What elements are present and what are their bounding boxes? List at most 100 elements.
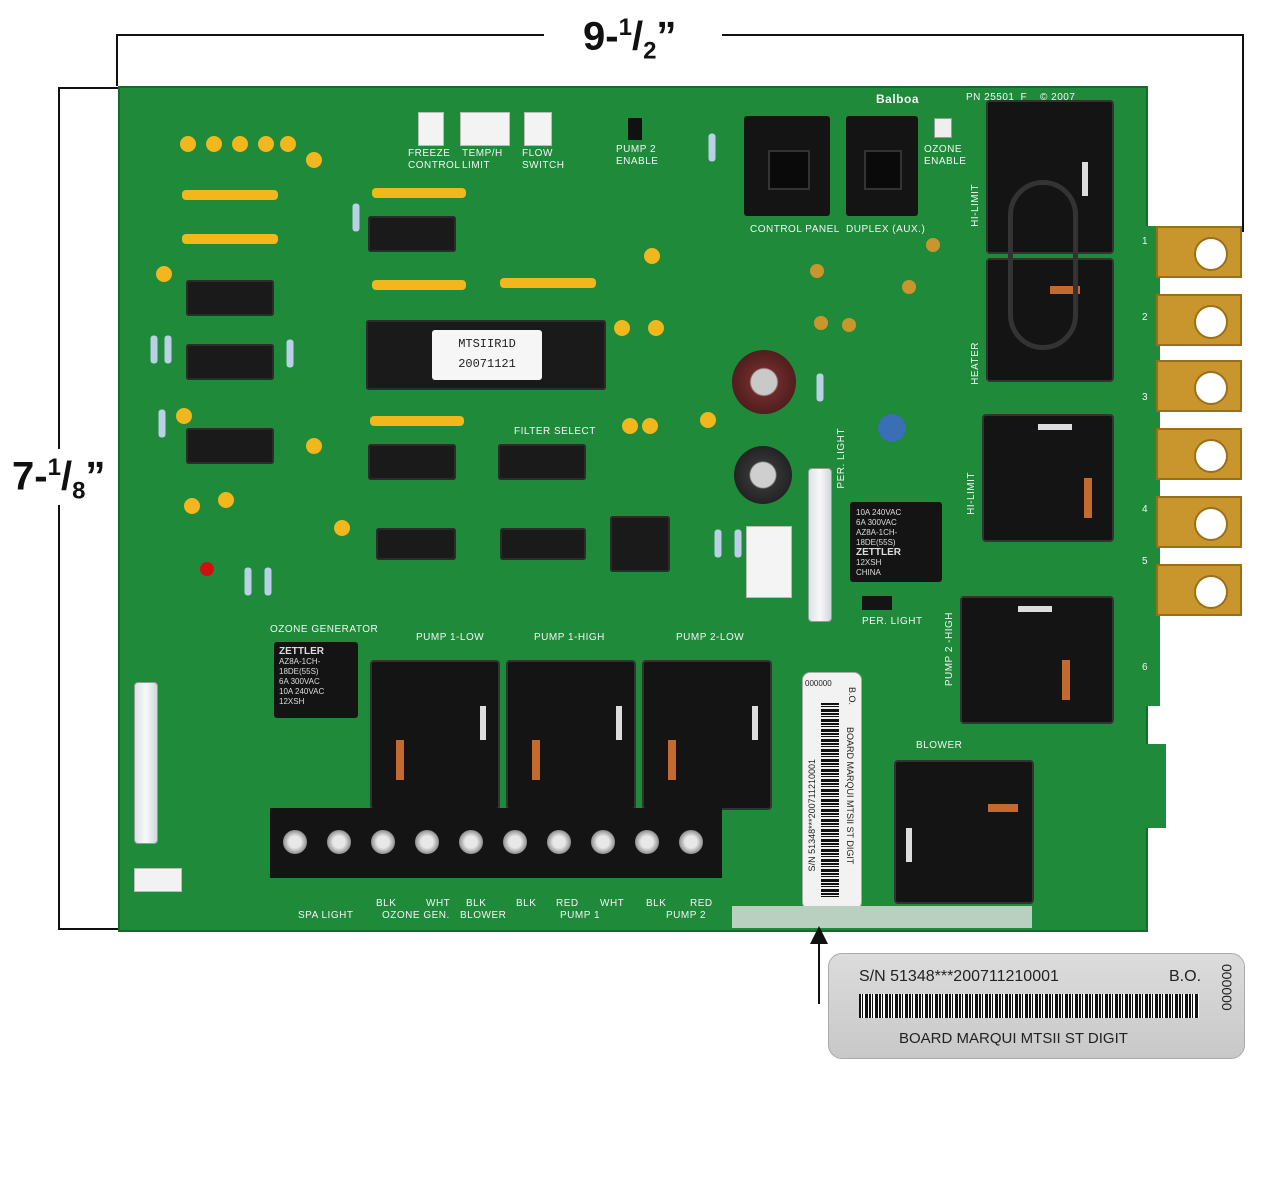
label-vertical-serial: 000000 — [1219, 964, 1235, 1011]
board-sticker: 000000 B.O. S/N 51348***200711210001 BOA… — [802, 672, 862, 910]
arrow-head — [810, 926, 828, 944]
board-sticker-desc: BOARD MARQUI MTSII ST DIGIT — [845, 727, 855, 865]
ic-u1 — [500, 528, 586, 560]
capacitor-c4 — [334, 520, 350, 536]
capacitor-c13 — [622, 418, 638, 434]
pump2-terminal-label: PUMP 2 — [666, 910, 707, 921]
height-dimension-line-top — [58, 87, 60, 449]
pump2-enable-label: PUMP 2 ENABLE — [616, 144, 659, 167]
ic-u13 — [610, 516, 670, 572]
terminal-screw — [496, 814, 534, 876]
resistor-pack-rp2 — [372, 188, 466, 198]
terminal-blk-pump2: BLK — [646, 898, 667, 909]
microcontroller-label: MTSIIR1D 20071121 — [432, 330, 542, 380]
heater-label: HEATER — [970, 342, 981, 385]
freeze-control-label: FREEZE CONTROL — [408, 148, 461, 171]
hi-limit-label-k6: HI-LIMIT — [970, 184, 981, 227]
tab-number-2: 2 — [1142, 312, 1149, 323]
control-panel-label: CONTROL PANEL — [750, 224, 840, 235]
capacitor-c2 — [218, 492, 234, 508]
copyright: © 2007 — [1040, 92, 1076, 103]
tab-number-3: 3 — [1142, 392, 1149, 403]
led-d5 — [200, 562, 214, 576]
terminal-screw — [584, 814, 622, 876]
spa-light-label: SPA LIGHT — [298, 910, 354, 921]
capacitor-c1 — [184, 498, 200, 514]
electrolytic-capacitor-c12 — [732, 350, 796, 414]
duplex-aux-label: DUPLEX (AUX.) — [846, 224, 926, 235]
freeze-control-connector — [418, 112, 444, 146]
resistor-r15 — [158, 409, 166, 438]
board-extension-bottom — [1058, 744, 1166, 828]
capacitor-c20 — [232, 136, 248, 152]
ic-u220 — [368, 216, 456, 252]
resistor-pack-rp12 — [500, 278, 596, 288]
pump1-high-label: PUMP 1-HIGH — [534, 632, 605, 643]
terminal-red-pump2: RED — [690, 898, 713, 909]
resistor-pack-rp8 — [372, 280, 466, 290]
board-sticker-bo: B.O. — [847, 687, 857, 706]
hi-limit-label-k7: HI-LIMIT — [966, 472, 977, 515]
board-sticker-sn: S/N 51348***200711210001 — [807, 759, 817, 872]
capacitor-c29 — [156, 266, 172, 282]
resistor-r37 — [714, 529, 722, 558]
ic-u7 — [186, 428, 274, 464]
width-dimension-tick-left — [116, 34, 118, 86]
capacitor-c10 — [306, 438, 322, 454]
tab-number-5: 5 — [1142, 556, 1149, 567]
brass-tab-1 — [1156, 226, 1242, 278]
filter-select-label: FILTER SELECT — [514, 426, 596, 437]
label-serial-number: S/N 51348***200711210001 — [859, 968, 1059, 985]
arrow-shaft — [818, 940, 820, 1004]
resistor-r13 — [708, 133, 716, 162]
capacitor-c3 — [642, 418, 658, 434]
board-sticker-barcode — [821, 703, 839, 899]
zettler-relay-k9: 10A 240VAC 6A 300VAC AZ8A-1CH-18DE(55S) … — [850, 502, 942, 582]
ozone-gen-label: OZONE GEN. — [382, 910, 450, 921]
board-sticker-serial: 000000 — [805, 679, 832, 688]
brass-tab-4 — [1156, 428, 1242, 480]
height-dimension-label: 7-1/8” — [12, 454, 106, 505]
terminal-screw — [540, 814, 578, 876]
label-description: BOARD MARQUI MTSII ST DIGIT — [899, 1030, 1128, 1047]
connector-j5 — [134, 868, 182, 892]
ozone-enable-jumper — [934, 118, 952, 138]
brass-tab-2 — [1156, 294, 1242, 346]
resistor-r95 — [150, 335, 158, 364]
relay-k2 — [370, 660, 500, 810]
fuse-f2 — [808, 468, 832, 622]
pump2-low-label: PUMP 2-LOW — [676, 632, 745, 643]
tab-number-6: 6 — [1142, 662, 1149, 673]
capacitor-c6 — [280, 136, 296, 152]
capacitor-c7 — [180, 136, 196, 152]
width-dimension-line-left — [116, 34, 544, 36]
fuse-f5 — [134, 682, 158, 844]
enlarged-serial-label: S/N 51348***200711210001 B.O. 000000 BOA… — [828, 953, 1245, 1059]
relay-k12 — [894, 760, 1034, 904]
mounting-pad — [926, 238, 940, 252]
terminal-screw — [408, 814, 446, 876]
terminal-wht-pump1: WHT — [600, 898, 625, 909]
ic-u11 — [186, 344, 274, 380]
terminal-blk-ozone: BLK — [376, 898, 397, 909]
resistor-r32 — [286, 339, 294, 368]
tab-number-1: 1 — [1142, 236, 1149, 247]
resistor-r23 — [816, 373, 824, 402]
ic-u8 — [368, 444, 456, 480]
relay-k6 — [986, 100, 1114, 254]
terminal-red-pump1: RED — [556, 898, 579, 909]
jumper-wire — [1008, 180, 1078, 350]
resistor-pack-rp11 — [370, 416, 464, 426]
terminal-blk-blower: BLK — [466, 898, 487, 909]
capacitor-c22 — [176, 408, 192, 424]
resistor-r25 — [244, 567, 252, 596]
terminal-blk-pump1: BLK — [516, 898, 537, 909]
ozone-enable-label: OZONE ENABLE — [924, 144, 967, 167]
height-dimension-tick-top — [58, 87, 120, 89]
ic-u15 — [186, 280, 274, 316]
varistor-z1 — [878, 414, 906, 442]
brass-tab-5 — [1156, 496, 1242, 548]
part-number: PN 25501_F — [966, 92, 1028, 103]
per-light-jumper-j14 — [862, 596, 892, 610]
capacitor-c5 — [258, 136, 274, 152]
